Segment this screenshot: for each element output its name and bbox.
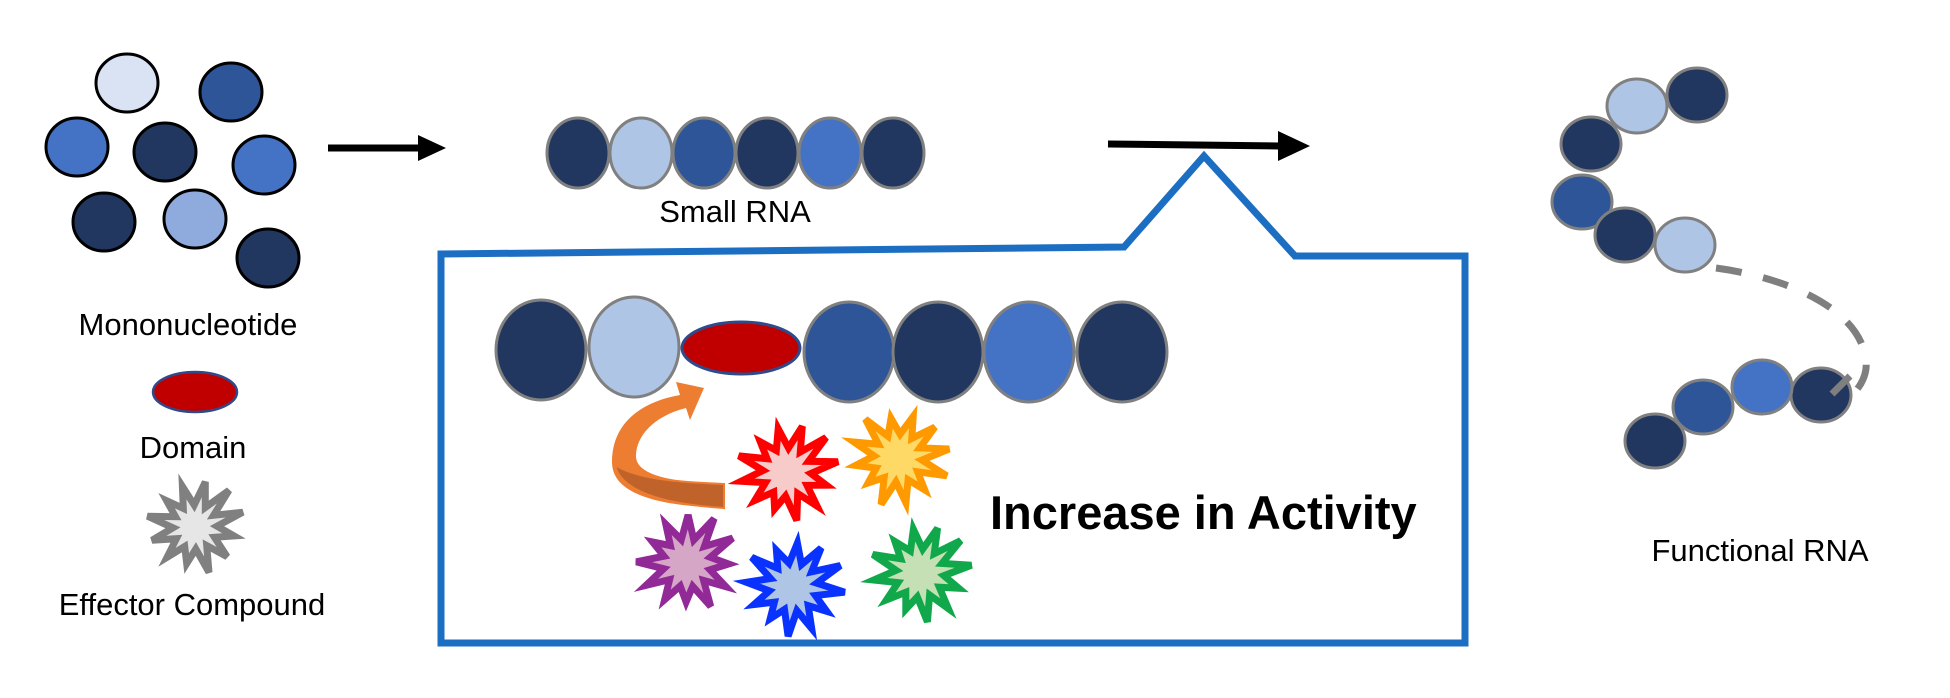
nucleotide — [1653, 216, 1717, 274]
arrow-right-icon — [1107, 131, 1310, 161]
mononucleotide — [198, 61, 264, 123]
nucleotide — [1593, 206, 1657, 264]
nucleotide — [671, 116, 737, 190]
nucleotide — [1665, 66, 1729, 124]
nucleotide — [891, 300, 985, 404]
increase-in-activity-title: Increase in Activity — [990, 486, 1417, 539]
nucleotide — [608, 116, 674, 190]
domain — [680, 320, 802, 376]
arrow-right-icon — [328, 135, 446, 161]
flexible-linker — [1715, 264, 1870, 411]
nucleotide — [1559, 115, 1623, 173]
nucleotide — [1075, 300, 1169, 404]
domain-legend-icon — [151, 370, 239, 414]
effector-compound-label: Effector Compound — [59, 587, 326, 622]
nucleotide — [734, 116, 800, 190]
effector-compounds — [633, 404, 973, 641]
nucleotide — [545, 116, 611, 190]
nucleotide — [587, 295, 681, 399]
effector-compound-legend-icon — [146, 473, 246, 575]
effector-compound-green — [860, 517, 973, 624]
domain-label: Domain — [140, 430, 247, 465]
activated-rna-chain — [494, 295, 1169, 404]
functional-rna-label: Functional RNA — [1651, 533, 1868, 568]
nucleotide — [802, 300, 896, 404]
mononucleotide-label: Mononucleotide — [79, 307, 298, 342]
functional-rna-structure — [1550, 66, 1853, 470]
mononucleotide — [231, 134, 297, 196]
nucleotide — [1730, 358, 1794, 416]
mononucleotide — [235, 227, 301, 289]
small-rna-label: Small RNA — [659, 194, 811, 229]
callout-box — [437, 150, 1469, 647]
flexible-linker-end — [1829, 373, 1853, 397]
nucleotide — [494, 298, 588, 402]
nucleotide — [1605, 77, 1669, 135]
nucleotide — [1789, 366, 1853, 424]
nucleotide — [860, 116, 926, 190]
nucleotide — [1550, 173, 1614, 231]
mononucleotide — [94, 52, 160, 114]
curved-arrow-icon — [612, 382, 725, 510]
effector-compound-blue — [732, 530, 846, 641]
effector-compound-red — [727, 416, 840, 522]
mononucleotide — [162, 188, 228, 250]
mononucleotide-group — [44, 52, 301, 289]
nucleotide — [1671, 378, 1735, 436]
mononucleotide — [44, 116, 110, 178]
nucleotide — [982, 300, 1076, 404]
effector-compound-orange — [841, 404, 951, 516]
effector-compound-purple — [633, 513, 740, 612]
nucleotide — [1623, 412, 1687, 470]
mononucleotide — [71, 191, 137, 253]
small-rna-chain — [545, 116, 926, 190]
mononucleotide — [132, 121, 198, 183]
nucleotide — [797, 116, 863, 190]
